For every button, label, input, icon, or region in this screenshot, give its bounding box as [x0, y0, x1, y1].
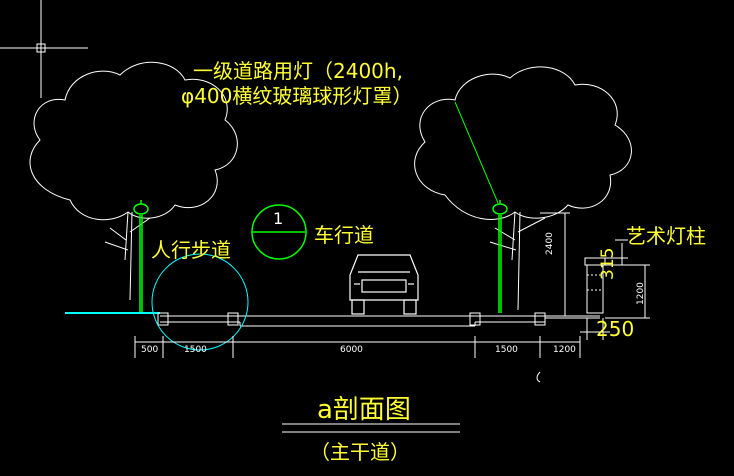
- left-tree-icon: [29, 61, 238, 301]
- car-icon: [349, 254, 419, 315]
- right-lamp-pole: [492, 200, 508, 313]
- dimension-2400-vertical: 2400: [545, 232, 555, 255]
- drawing-title: a剖面图: [317, 395, 411, 425]
- dimension-250: 250: [596, 317, 635, 341]
- crosshair-cursor-icon: [0, 0, 88, 98]
- street-light-annotation-line1: 一级道路用灯（2400h,: [193, 59, 403, 83]
- dimension-6000: 6000: [340, 345, 363, 355]
- small-arc-mark: [536, 371, 541, 383]
- sidewalk-highlight-circle: [151, 253, 249, 351]
- dimension-1200-vertical: 1200: [636, 282, 646, 305]
- left-lamp-pole: [133, 200, 149, 313]
- art-lamp-pillar: [584, 257, 606, 314]
- dimension-315-vertical: 315: [598, 247, 618, 280]
- section-number: 1: [273, 209, 284, 228]
- dimension-1500-left: 1500: [184, 345, 207, 355]
- art-lamp-pillar-label: 艺术灯柱: [626, 224, 706, 248]
- dimension-1200: 1200: [553, 345, 576, 355]
- dimension-1500-right: 1500: [495, 345, 518, 355]
- right-vertical-dimensions: [540, 212, 650, 340]
- title-underline: [282, 423, 460, 433]
- street-light-annotation-line2: φ400横纹玻璃球形灯罩）: [181, 84, 413, 108]
- drawing-subtitle: （主干道）: [310, 440, 410, 464]
- bottom-dimension-line: [134, 336, 581, 358]
- right-tree-icon: [414, 66, 632, 311]
- light-leader-line: [454, 101, 499, 204]
- sidewalk-label: 人行步道: [151, 238, 231, 262]
- roadway-label: 车行道: [314, 223, 374, 247]
- road-section-profile: [65, 312, 600, 327]
- dimension-500: 500: [141, 345, 159, 355]
- section-marker-symbol: [251, 204, 307, 260]
